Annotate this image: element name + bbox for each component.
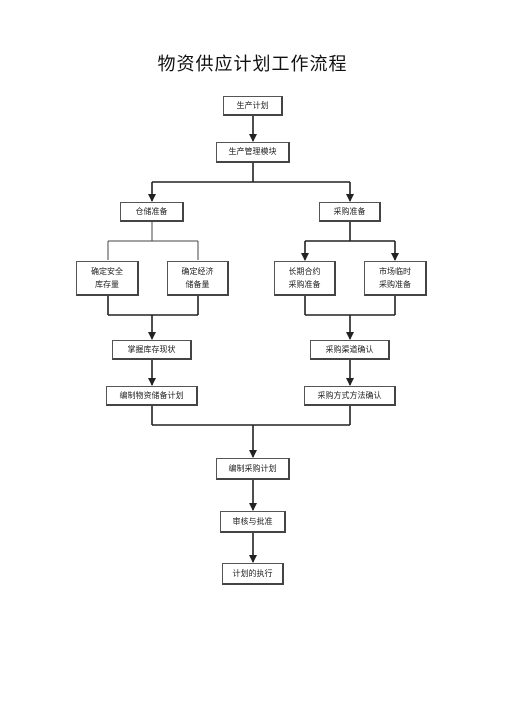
node-procurement-prep: 采购准备 [319,202,381,222]
node-reserve-plan: 编制物资储备计划 [106,386,198,406]
node-inventory-status: 掌握库存现状 [112,340,192,360]
node-economic-reserve-line2: 储备量 [185,280,210,289]
node-long-term-contract-line2: 采购准备 [288,280,321,289]
node-economic-reserve-line1: 确定经济 [181,267,214,276]
node-long-term-contract-line1: 长期合约 [288,267,321,276]
node-safety-stock-line1: 确定安全 [91,267,123,276]
node-safety-stock: 确定安全 库存量 [76,261,139,296]
node-plan-execution: 计划的执行 [222,563,284,585]
node-market-temporary-line1: 市场临时 [379,267,411,276]
node-market-temporary: 市场临时 采购准备 [364,261,427,296]
node-production-management: 生产管理模块 [216,142,290,163]
node-purchase-plan: 编制采购计划 [216,458,290,480]
node-review-approval: 审核与批准 [220,511,286,533]
node-channel-confirm: 采购渠道确认 [310,340,390,360]
node-economic-reserve: 确定经济 储备量 [167,261,229,296]
node-production-plan: 生产计划 [223,96,283,116]
node-method-confirm: 采购方式方法确认 [304,386,396,406]
node-safety-stock-line2: 库存量 [95,280,119,289]
node-long-term-contract: 长期合约 采购准备 [274,261,336,296]
node-warehouse-prep: 仓储准备 [120,202,184,222]
node-market-temporary-line2: 采购准备 [379,280,411,289]
page-title: 物资供应计划工作流程 [157,54,348,75]
